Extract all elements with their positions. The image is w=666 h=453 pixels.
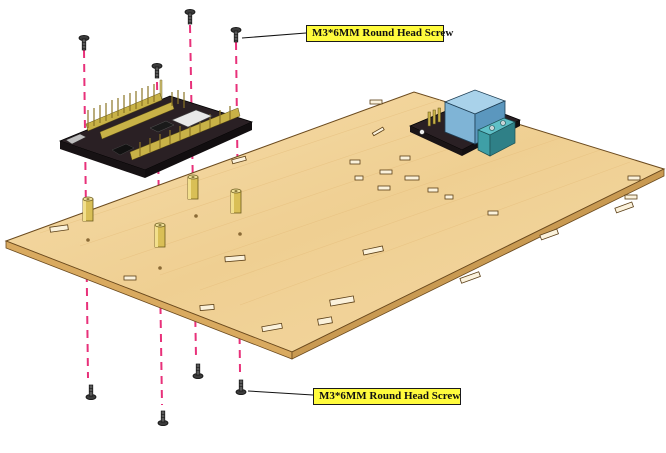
round-head-screw-icon [78, 8, 242, 79]
base-board [4, 91, 666, 360]
round-head-screw-icon [85, 363, 247, 427]
callout-leaders [241, 32, 314, 396]
bottom-screw-label: M3*6MM Round Head Screw [313, 388, 461, 405]
relay-module-icon [409, 89, 521, 157]
controller-board-icon [58, 79, 254, 178]
top-screw-label: M3*6MM Round Head Screw [306, 25, 453, 42]
